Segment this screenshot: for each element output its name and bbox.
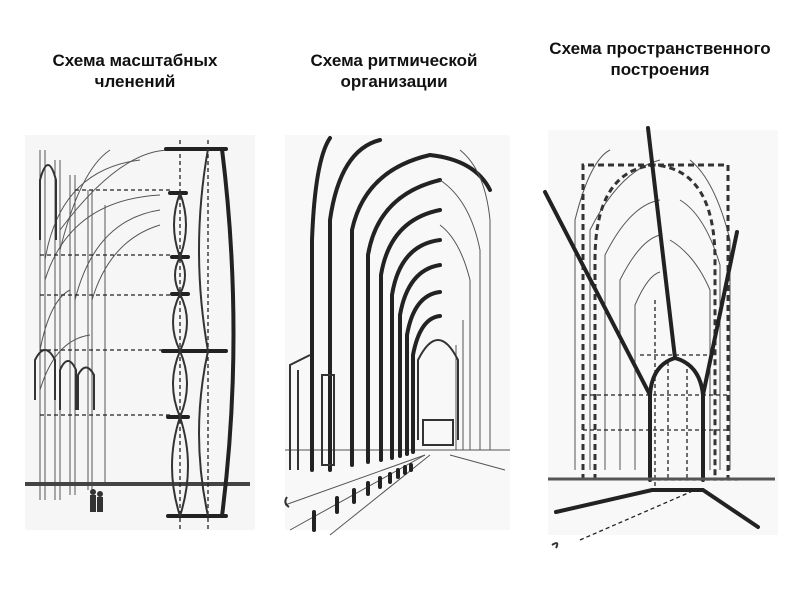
rhythm-organization-sketch — [284, 135, 510, 536]
spatial-construction-sketch — [543, 126, 778, 549]
scale-division-sketch — [25, 135, 255, 530]
caption-rhythm-scheme: Схема ритмической организации — [310, 51, 478, 91]
caption-scale-scheme: Схема масштабных членений — [52, 51, 218, 91]
caption-space-scheme: Схема пространственного построения — [549, 39, 771, 79]
